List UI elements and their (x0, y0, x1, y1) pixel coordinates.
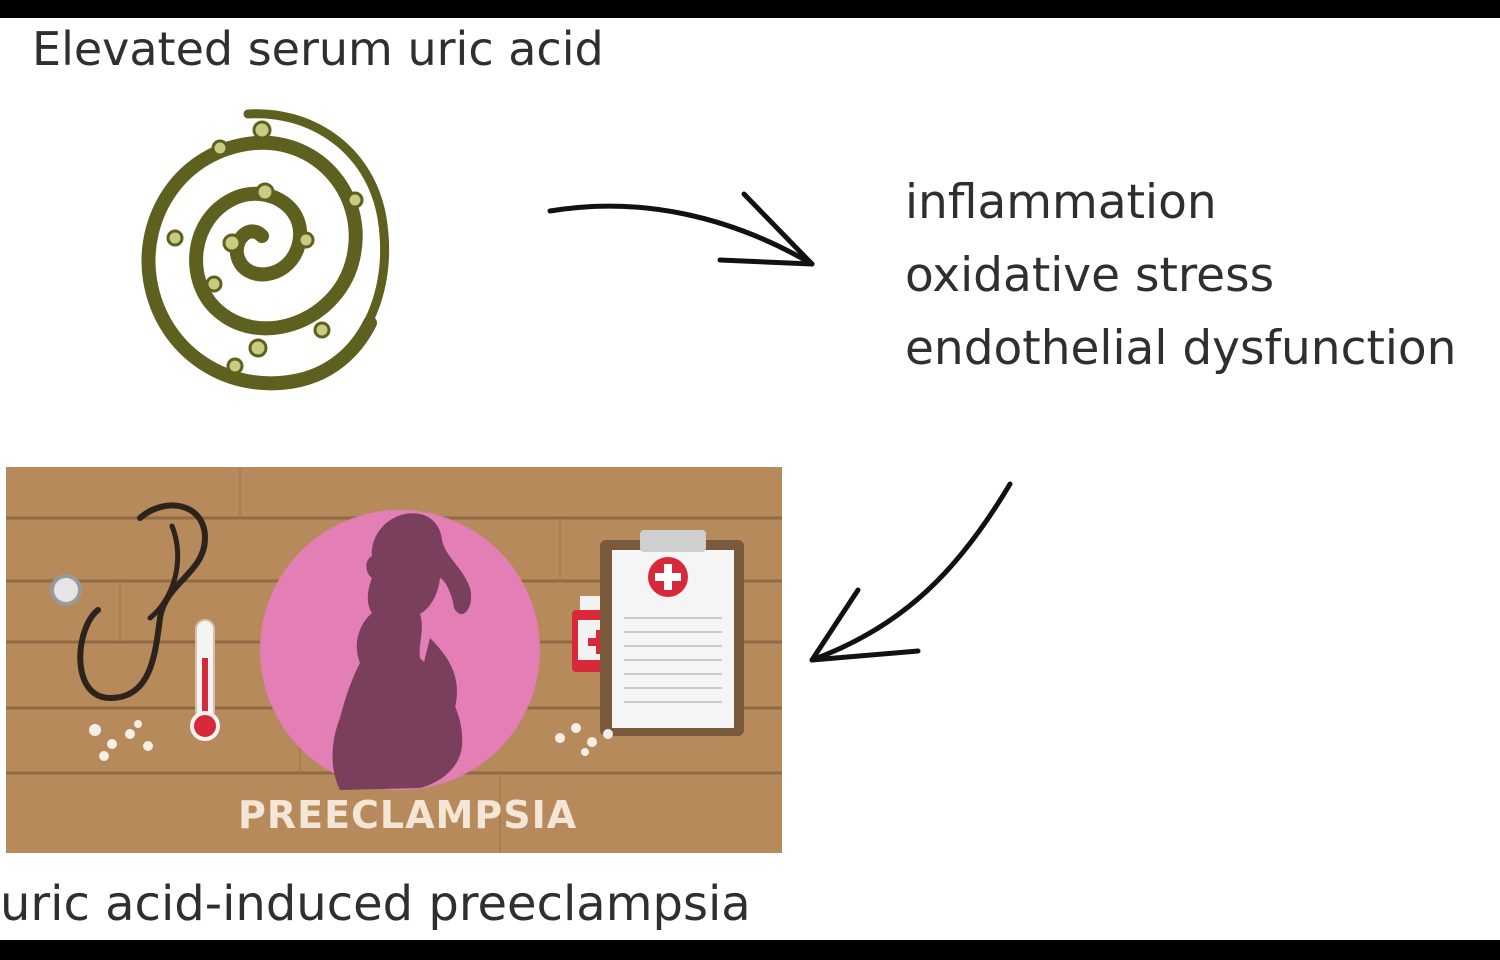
pills-icon-right (555, 723, 613, 756)
preeclampsia-board-label: PREECLAMPSIA (238, 793, 578, 837)
uric-acid-spiral-icon (141, 109, 389, 391)
pills-icon (89, 720, 153, 761)
diagram-caption: uric acid-induced preeclampsia (0, 876, 751, 932)
effects-list: inflammation oxidative stress endothelia… (905, 166, 1456, 385)
effect-inflammation: inflammation (905, 175, 1217, 230)
stethoscope-icon (50, 502, 209, 702)
arrow-to-preeclampsia (809, 481, 1013, 663)
preeclampsia-illustration (6, 467, 782, 853)
thermometer-icon (190, 619, 220, 741)
effect-endothelial-dysfunction: endothelial dysfunction (905, 321, 1457, 376)
diagram-title: Elevated serum uric acid (32, 22, 604, 76)
diagram-artwork (6, 109, 1013, 853)
diagram-canvas: Elevated serum uric acid inflammation ox… (0, 18, 1500, 940)
effect-oxidative-stress: oxidative stress (905, 248, 1275, 303)
pregnant-woman-icon (332, 513, 472, 790)
arrow-to-effects (547, 191, 815, 267)
clipboard-icon (600, 530, 744, 736)
